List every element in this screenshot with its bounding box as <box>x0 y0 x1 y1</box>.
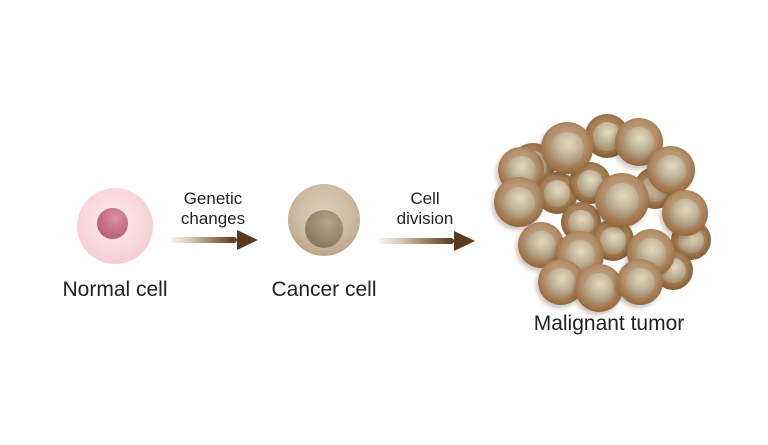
tumor-cell <box>494 177 544 227</box>
tumor-cell-nucleus <box>670 198 700 229</box>
tumor-cell <box>647 146 695 194</box>
cancer-cell <box>288 184 360 256</box>
tumor-cell <box>541 122 593 174</box>
tumor-cell-nucleus <box>623 127 655 158</box>
tumor-cell-nucleus <box>599 226 627 254</box>
malignant-tumor <box>494 110 711 315</box>
tumor-cell-nucleus <box>543 179 571 207</box>
tumor-cell-nucleus <box>604 183 640 218</box>
cancer-cell-label: Cancer cell <box>271 278 377 301</box>
cell-division-label: Cell division <box>396 189 454 228</box>
tumor-cell <box>595 173 649 227</box>
genetic-changes-label: Genetic changes <box>180 189 246 228</box>
tumor-cell-nucleus <box>503 186 535 219</box>
tumor-cell-nucleus <box>546 267 576 298</box>
cancer-cell-nucleus <box>305 210 343 248</box>
cell-division-arrow <box>378 231 475 251</box>
tumor-cell-nucleus <box>526 230 556 261</box>
tumor-cell <box>615 118 663 166</box>
tumor-cell-nucleus <box>568 209 594 236</box>
normal-cell <box>77 188 153 264</box>
arrowhead-icon <box>454 231 475 251</box>
tumor-cell <box>662 190 708 236</box>
normal-cell-nucleus <box>97 208 128 239</box>
tumor-cell-nucleus <box>625 267 655 298</box>
tumor-cell-nucleus <box>655 155 687 186</box>
arrowhead-icon <box>237 230 258 250</box>
tumor-cell-nucleus <box>550 131 584 166</box>
genetic-changes-arrow <box>170 230 258 250</box>
tumor-cell <box>617 259 663 305</box>
malignant-tumor-label: Malignant tumor <box>533 312 685 335</box>
normal-cell-label: Normal cell <box>62 278 168 301</box>
tumor-cell-nucleus <box>583 273 615 304</box>
tumor-cell <box>575 264 623 312</box>
